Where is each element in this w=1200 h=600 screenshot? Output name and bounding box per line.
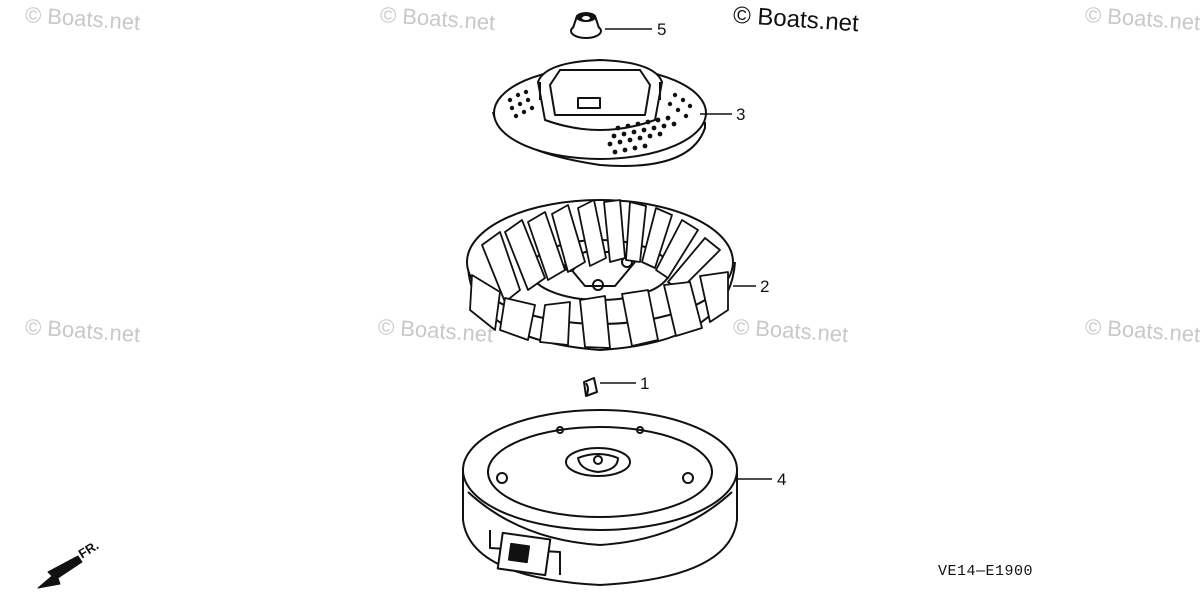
- diagram-code: VE14—E1900: [938, 563, 1034, 580]
- flywheel-part[interactable]: [462, 409, 738, 586]
- callout-1[interactable]: 1: [640, 374, 650, 393]
- cooling-fan-part[interactable]: [466, 199, 736, 351]
- callout-4[interactable]: 4: [777, 470, 787, 489]
- front-direction-arrow-icon: [37, 555, 83, 589]
- starter-pulley-part[interactable]: [492, 59, 707, 167]
- callout-3[interactable]: 3: [736, 105, 746, 124]
- callout-2[interactable]: 2: [760, 277, 770, 296]
- flange-nut-part[interactable]: [570, 12, 602, 39]
- woodruff-key-part[interactable]: [583, 377, 598, 397]
- callout-5[interactable]: 5: [657, 20, 667, 39]
